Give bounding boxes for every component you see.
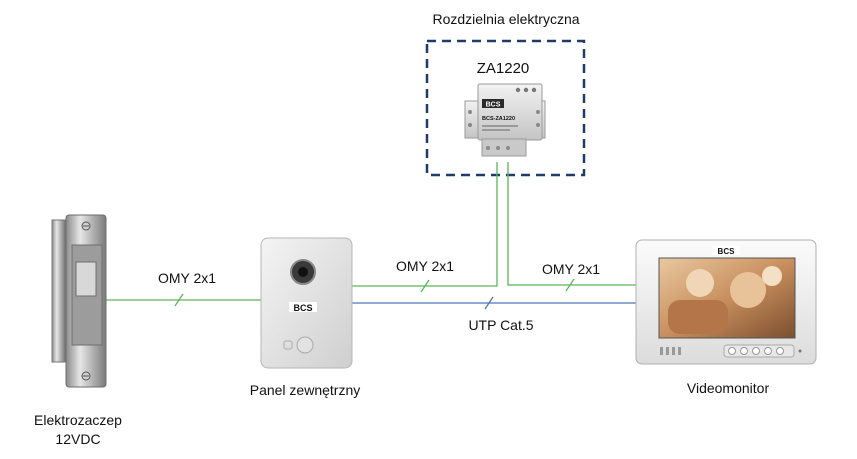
wire-label-panel-psu: OMY 2x1	[396, 258, 454, 274]
wire-label-psu-monitor: OMY 2x1	[542, 261, 600, 277]
psu-model-label: ZA1220	[477, 60, 530, 77]
monitor-brand-logo: BCS	[718, 247, 736, 256]
outdoor-panel: BCS	[260, 237, 353, 369]
wire-label-utp: UTP Cat.5	[468, 317, 533, 333]
electric-strike	[51, 214, 107, 388]
strike-label-line1: Elektrozaczep	[34, 412, 122, 428]
panel-label: Panel zewnętrzny	[250, 382, 361, 398]
psu-brand-logo: BCS	[486, 102, 501, 109]
monitor-buttons	[660, 344, 802, 358]
power-supply-module: BCS BCS-ZA1220	[464, 83, 546, 157]
panel-brand-logo: BCS	[293, 303, 312, 313]
distribution-box-title: Rozdzielnia elektryczna	[432, 11, 579, 27]
strike-label-line2: 12VDC	[55, 431, 100, 447]
psu-plate-text: BCS-ZA1220	[482, 116, 515, 122]
wire-psu-monitor	[507, 162, 637, 286]
videomonitor: BCS	[635, 239, 817, 365]
wire-panel-psu	[352, 162, 498, 287]
distribution-box-outline	[425, 39, 586, 177]
monitor-label: Videomonitor	[687, 380, 770, 396]
wires	[104, 162, 637, 310]
wire-label-strike-panel: OMY 2x1	[158, 270, 216, 286]
call-button-icon	[296, 336, 314, 354]
